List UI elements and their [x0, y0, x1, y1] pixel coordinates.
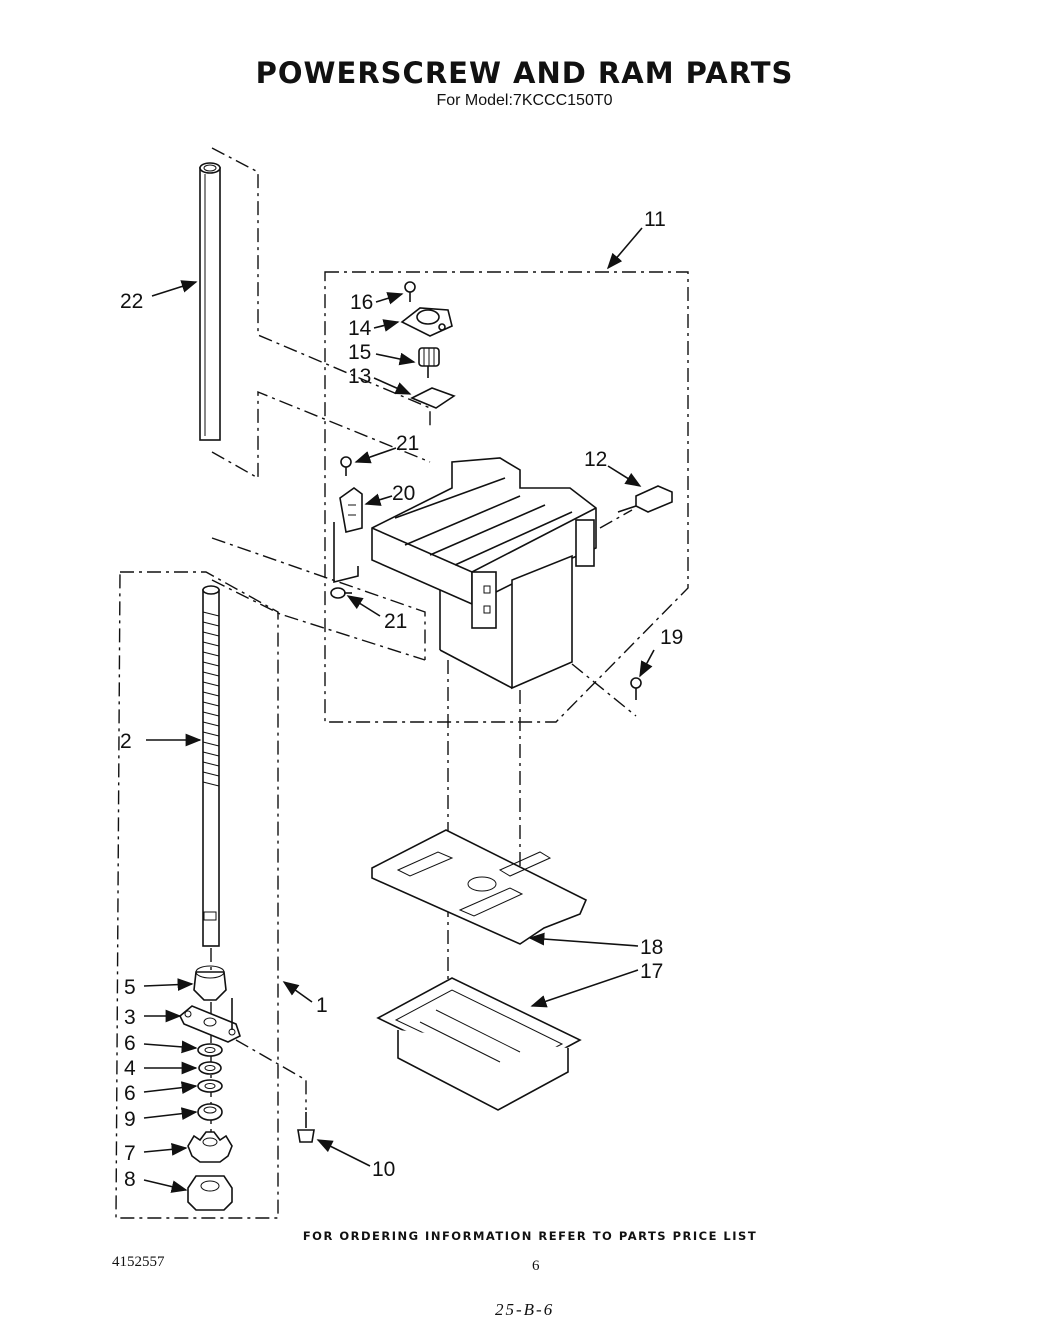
callout-18: 18: [640, 936, 663, 959]
page-title: POWERSCREW AND RAM PARTS: [255, 56, 794, 90]
callout-3: 3: [124, 1006, 136, 1029]
callout-2: 2: [120, 730, 132, 753]
page-number: 6: [532, 1258, 540, 1274]
callout-4: 4: [124, 1057, 136, 1080]
part-22-tube: [199, 162, 221, 441]
callout-19: 19: [660, 626, 683, 649]
callout-13: 13: [348, 365, 371, 388]
part-15-gear: [418, 347, 440, 378]
callout-8: 8: [124, 1168, 136, 1191]
part-17-drip-pan: [376, 977, 582, 1111]
assembly-11-boundary: [324, 271, 689, 723]
callout-6-lower: 6: [124, 1082, 136, 1105]
part-3-plate: [179, 998, 241, 1043]
part-6-washer-upper: [197, 1043, 223, 1057]
part-8-hex-nut: [187, 1175, 233, 1211]
callout-15: 15: [348, 341, 371, 364]
handwritten-note: 25-B-6: [495, 1300, 555, 1319]
part-14-bearing: [400, 307, 453, 337]
callout-6-upper: 6: [124, 1032, 136, 1055]
callout-21-lower: 21: [384, 610, 407, 633]
part-9-bearing: [197, 1103, 223, 1121]
part-6-washer-lower: [197, 1079, 223, 1093]
model-subtitle: For Model:7KCCC150T0: [436, 92, 613, 109]
ordering-info-note: FOR ORDERING INFORMATION REFER TO PARTS …: [302, 1229, 758, 1243]
part-5-nut: [193, 965, 227, 1001]
callout-12: 12: [584, 448, 607, 471]
callout-11: 11: [644, 208, 666, 231]
part-21-screw-lower: [330, 587, 352, 599]
part-2-powerscrew: [202, 585, 220, 947]
document-number: 4152557: [112, 1254, 165, 1270]
part-18-gasket: [371, 829, 588, 945]
part-21-screw-upper: [340, 456, 352, 476]
part-4-spring-washer: [198, 1061, 222, 1075]
callout-16: 16: [350, 291, 373, 314]
callout-1: 1: [316, 994, 328, 1017]
assembly-1-boundary: [115, 571, 279, 1219]
callout-14: 14: [348, 317, 372, 340]
callout-10: 10: [372, 1158, 395, 1181]
part-16-screw: [404, 281, 416, 302]
part-12-switch: [617, 485, 673, 513]
callout-5: 5: [124, 976, 136, 999]
part-13-bracket: [410, 387, 456, 409]
part-7-sprocket: [187, 1131, 233, 1163]
callout-21-upper: 21: [396, 432, 419, 455]
callout-22: 22: [120, 290, 143, 313]
callout-17: 17: [640, 960, 663, 983]
callout-7: 7: [124, 1142, 136, 1165]
callout-20: 20: [392, 482, 415, 505]
part-10-screw: [297, 1112, 315, 1143]
ram-housing: [371, 457, 597, 690]
part-20-bracket: [333, 487, 363, 584]
callout-9: 9: [124, 1108, 136, 1131]
part-19-screw: [630, 677, 642, 700]
